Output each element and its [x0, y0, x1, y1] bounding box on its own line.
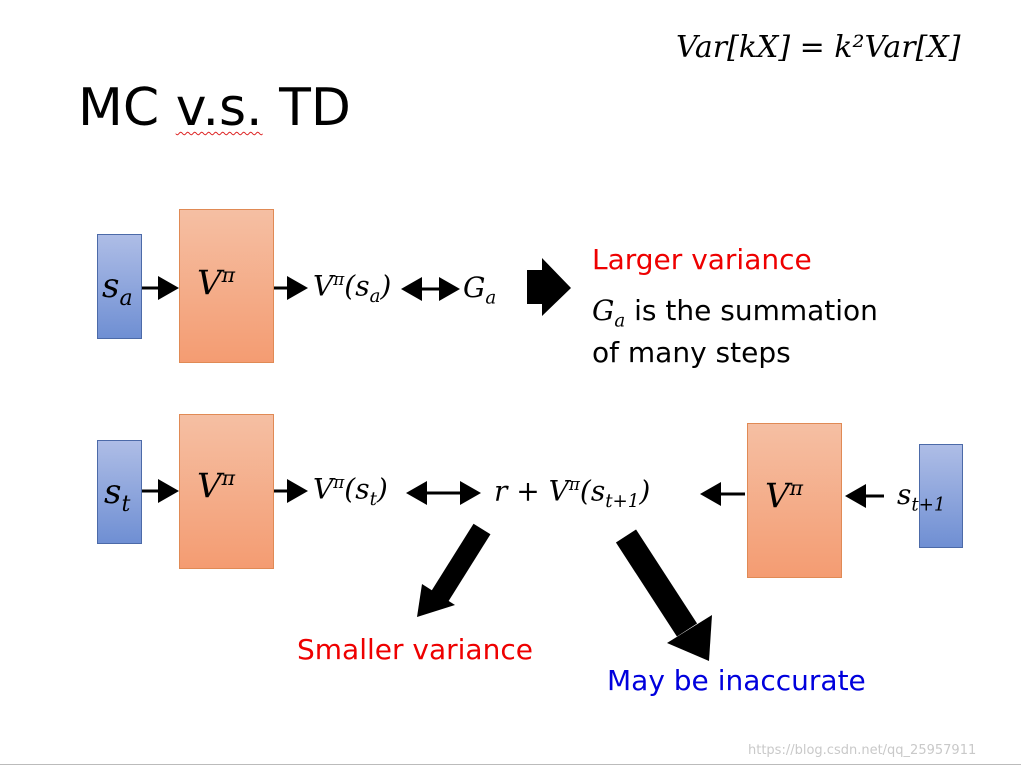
td-value-network-box [179, 414, 274, 569]
slide-title: MC v.s. TD [78, 78, 351, 138]
mc-state-label: sa [102, 266, 133, 311]
smaller-variance-arrow [417, 523, 491, 617]
variance-formula: Var[kX] = k²Var[X] [676, 30, 961, 65]
mc-output-expression: Vπ(sa) [313, 269, 392, 307]
title-suffix: TD [262, 78, 351, 138]
td-next-value-network-box [747, 423, 842, 578]
bottom-divider [0, 764, 1021, 765]
td-next-state-label: st+1 [897, 478, 946, 516]
td-state-box [97, 440, 142, 544]
mc-return-label: Ga [463, 271, 497, 309]
mc-state-box [97, 234, 142, 339]
watermark: https://blog.csdn.net/qq_25957911 [748, 743, 977, 758]
summation-note-line2: of many steps [592, 336, 791, 369]
td-next-value-network-label: Vπ [765, 476, 803, 517]
may-be-inaccurate-label: May be inaccurate [607, 664, 866, 697]
td-state-label: st [104, 472, 131, 517]
td-target-expression: r + Vπ(st+1) [494, 474, 651, 512]
td-output-expression: Vπ(st) [313, 472, 388, 510]
mc-value-network-label: Vπ [197, 263, 235, 304]
td-next-state-box [919, 444, 963, 548]
mc-value-network-box [179, 209, 274, 363]
smaller-variance-label: Smaller variance [297, 633, 533, 666]
td-value-network-label: Vπ [197, 466, 235, 507]
larger-variance-label: Larger variance [592, 243, 812, 276]
title-prefix: MC [78, 78, 176, 138]
summation-note-line1: Ga is the summation [592, 294, 878, 332]
title-vs: v.s. [175, 78, 263, 138]
inaccurate-arrow [615, 529, 712, 661]
mc-big-right-arrow [527, 258, 571, 316]
